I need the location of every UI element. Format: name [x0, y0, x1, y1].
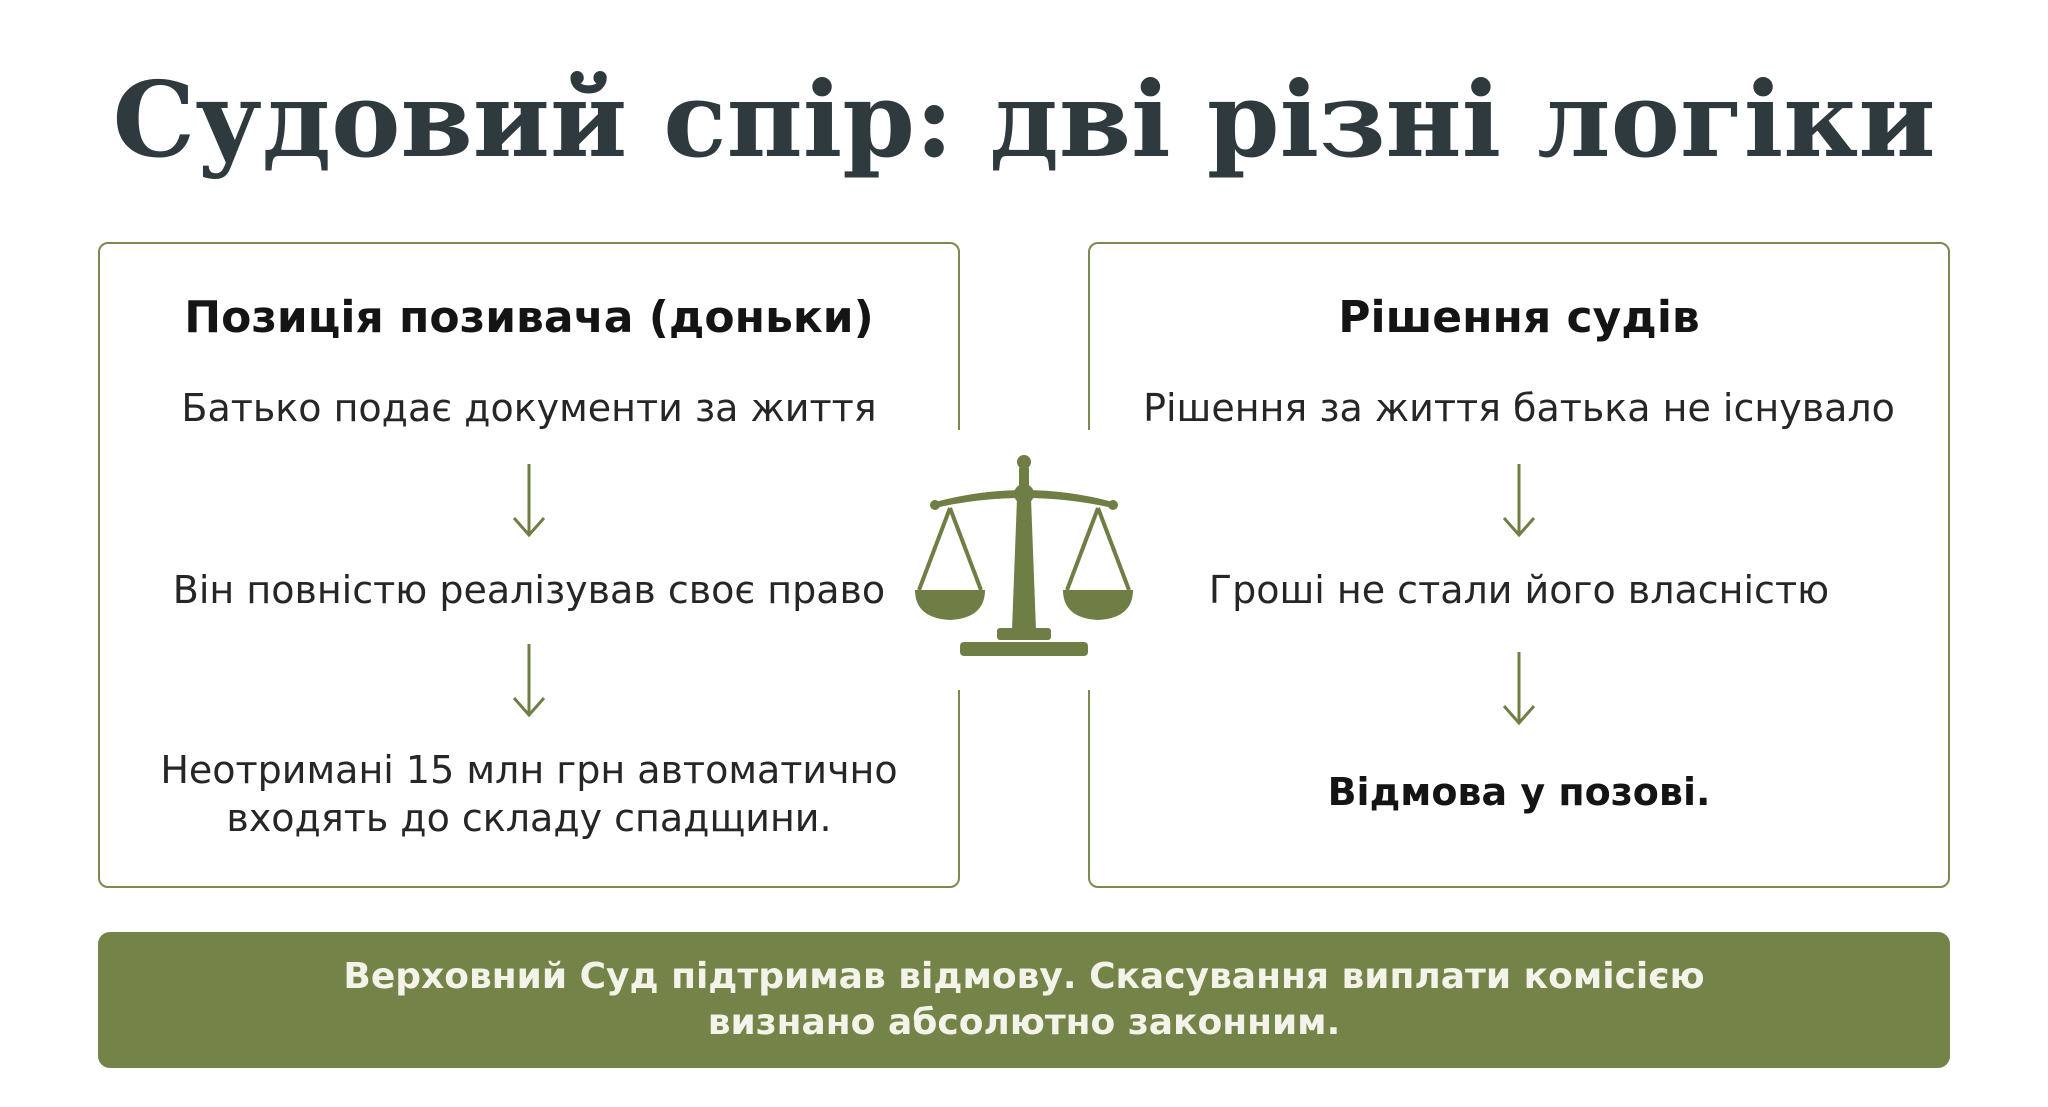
court-step-2: Гроші не стали його власністю [1208, 568, 1830, 612]
banner-text: Верховний Суд підтримав відмову. Скасува… [274, 954, 1774, 1046]
arrow-down-icon [1502, 652, 1536, 726]
plaintiff-step-1: Батько подає документи за життя [181, 386, 877, 430]
court-step-3: Відмова у позові. [1327, 770, 1711, 814]
plaintiff-panel-heading: Позиція позивача (доньки) [184, 292, 874, 343]
scales-of-justice-icon [915, 455, 1133, 656]
plaintiff-position-panel: Позиція позивача (доньки) Батько подає д… [98, 242, 960, 888]
court-decision-panel: Рішення судів Рішення за життя батька не… [1088, 242, 1950, 888]
arrow-down-icon [512, 644, 546, 718]
supreme-court-conclusion-banner: Верховний Суд підтримав відмову. Скасува… [98, 932, 1950, 1068]
arrow-down-icon [1502, 464, 1536, 538]
page-title: Судовий спір: дві різні логіки [112, 58, 1936, 181]
banner-text-line-2: визнано абсолютно законним. [707, 1002, 1341, 1043]
plaintiff-step-3: Неотримані 15 млн грн автоматично входят… [160, 748, 898, 840]
plaintiff-step-2: Він повністю реалізував своє право [172, 568, 886, 612]
court-panel-heading: Рішення судів [1338, 292, 1700, 343]
court-step-1: Рішення за життя батька не існувало [1143, 386, 1895, 430]
banner-text-line-1: Верховний Суд підтримав відмову. Скасува… [343, 956, 1705, 997]
arrow-down-icon [512, 464, 546, 538]
